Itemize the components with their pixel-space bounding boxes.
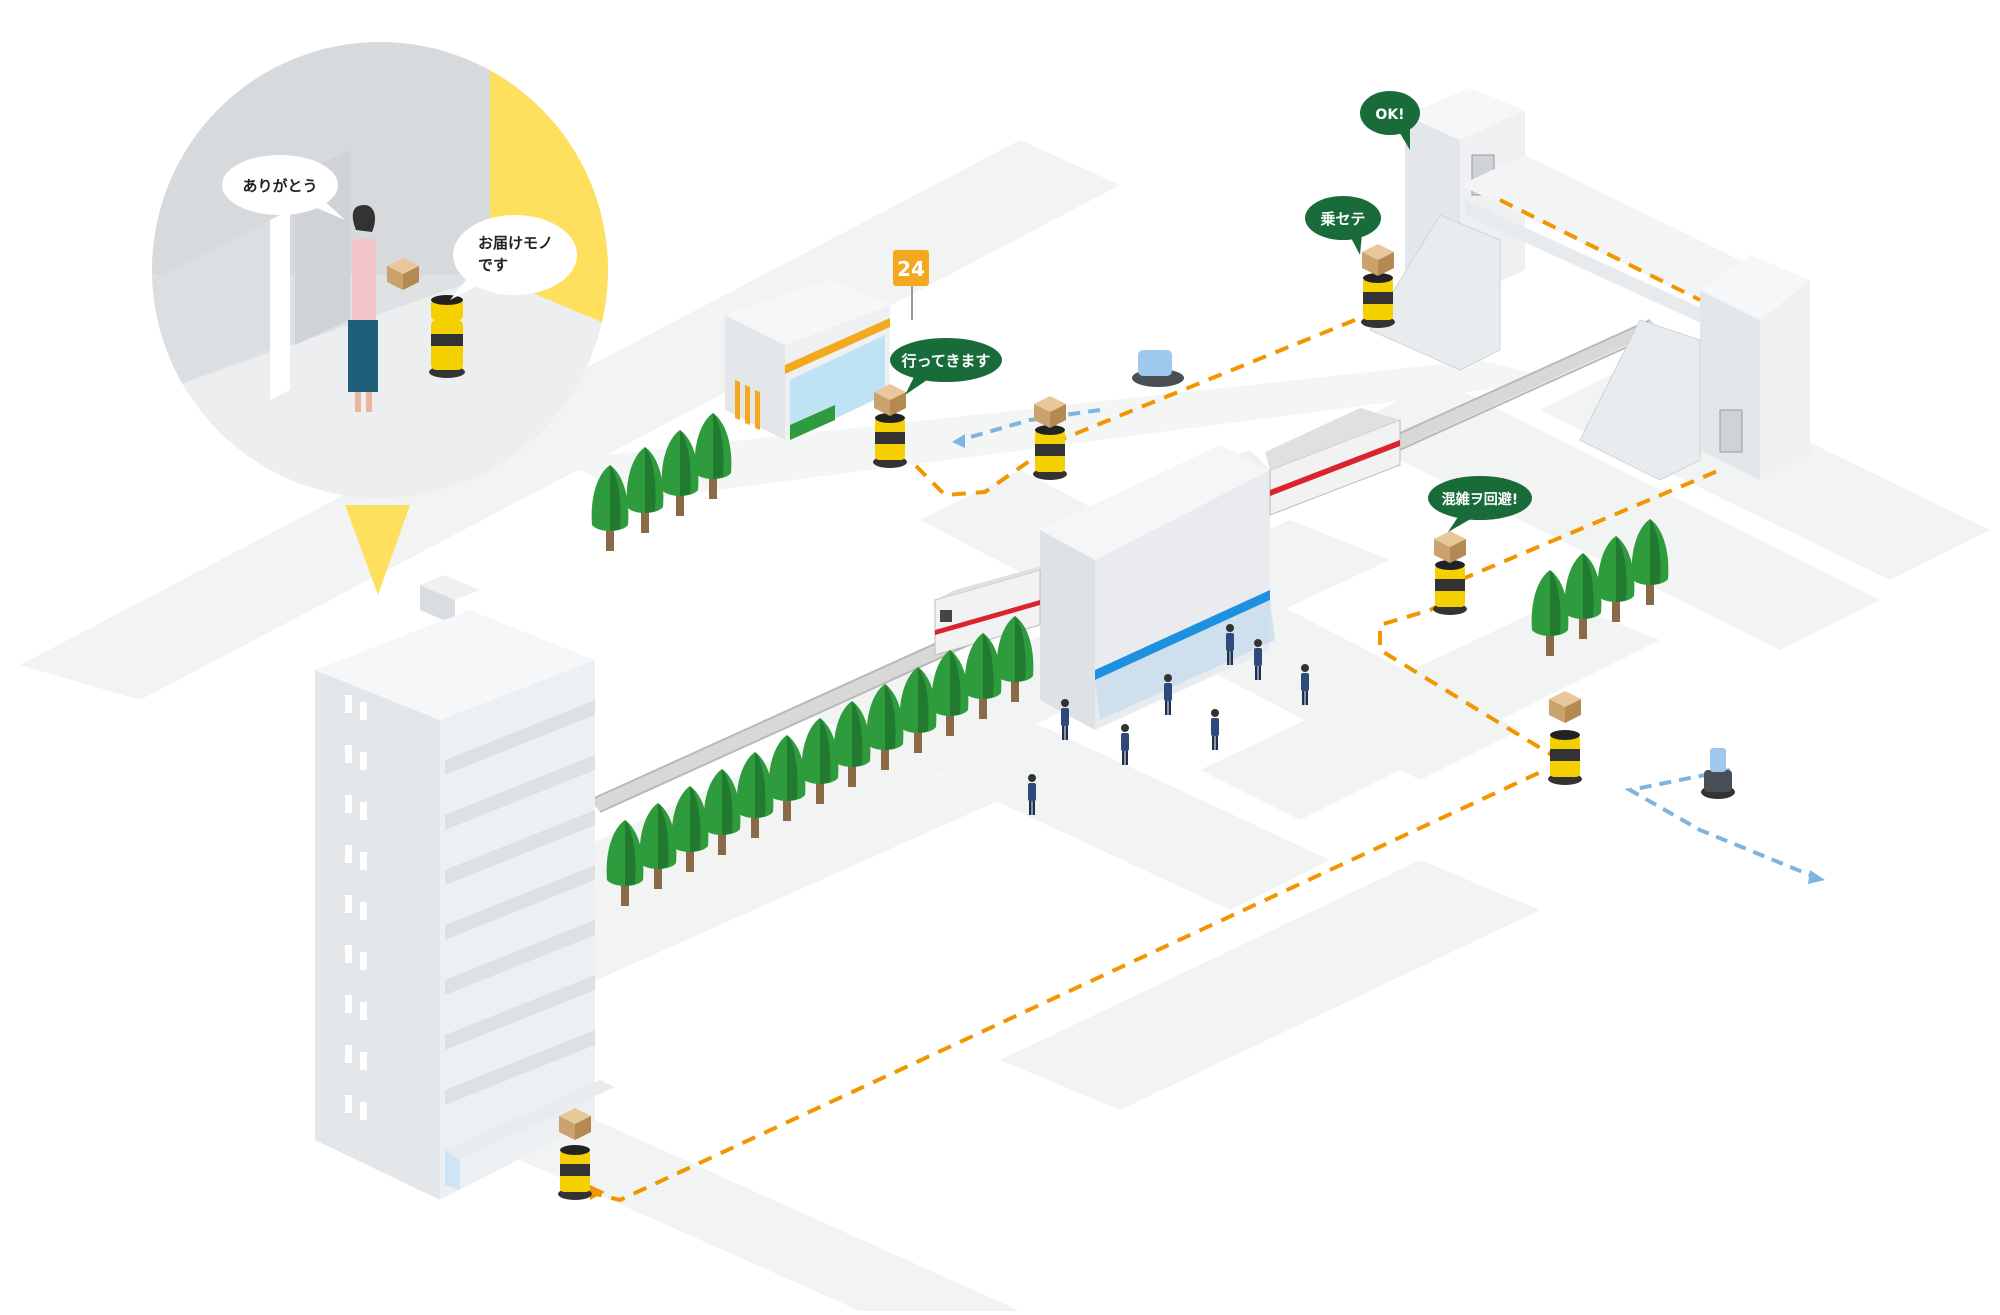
building-windows [345, 695, 367, 1120]
delivery-robots [558, 244, 1735, 1200]
bubble-avoid-crowd: 混雑ヲ回避! [1428, 476, 1532, 532]
delivery-robot-icon [1361, 244, 1395, 328]
convenience-store: 24 [725, 250, 929, 440]
bubble-ok: OK! [1360, 91, 1420, 150]
store-sign-text: 24 [897, 257, 925, 281]
svg-text:OK!: OK! [1375, 107, 1404, 123]
svg-text:お届けモノ: お届けモノ [478, 234, 553, 252]
recipient-person [348, 205, 378, 412]
store-sign [893, 250, 929, 286]
other-robot-routes [959, 408, 1811, 877]
svg-text:ありがとう: ありがとう [242, 177, 317, 195]
bubble-boarding: 乗セテ [1305, 196, 1381, 255]
delivery-robot-icon [1433, 531, 1467, 615]
delivery-robot-icon [873, 384, 907, 468]
building-balconies [445, 700, 595, 1105]
svg-text:乗セテ: 乗セテ [1320, 210, 1365, 228]
bubble-thanks: ありがとう [222, 155, 345, 220]
train-right [1265, 408, 1401, 516]
delivery-robot-icon [1548, 691, 1582, 785]
bubble-departing: 行ってきます [890, 338, 1002, 395]
bubble-delivery: お届けモノ です [450, 215, 577, 300]
zoom-in-delivery-scene: ありがとう お届けモノ です [152, 42, 608, 595]
service-robot-icon [1701, 748, 1735, 799]
stairs-icon [1369, 214, 1701, 481]
svg-text:です: です [478, 256, 508, 274]
svg-text:行ってきます: 行ってきます [901, 352, 991, 370]
delivery-robot-icon [558, 1108, 592, 1200]
train-left [934, 565, 1045, 656]
apartment-building [315, 575, 615, 1200]
cleaning-robot-icon [1132, 350, 1184, 387]
platform-roof [1095, 590, 1270, 680]
delivery-robot-icon [1033, 396, 1067, 480]
svg-text:混雑ヲ回避!: 混雑ヲ回避! [1442, 491, 1518, 508]
pedestrian-bridge [1369, 88, 1810, 481]
delivery-robot-icon [429, 295, 465, 378]
